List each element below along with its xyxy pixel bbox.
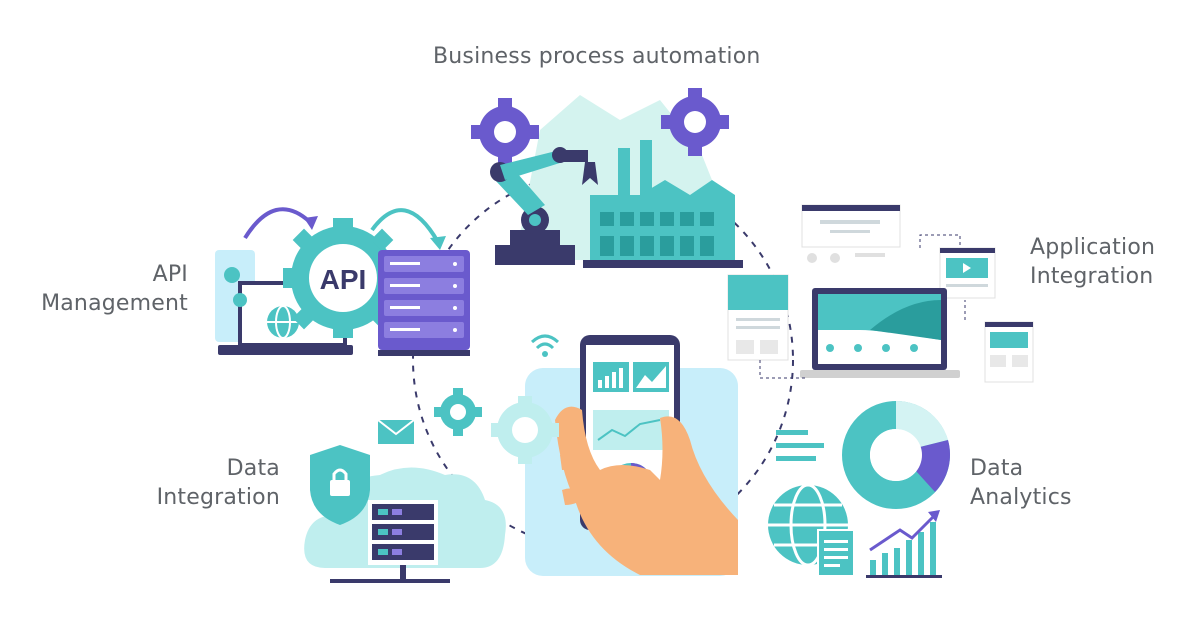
document-icon	[817, 529, 855, 577]
globe-icon	[267, 305, 299, 339]
gear-icon	[471, 98, 539, 166]
application-integration-illustration	[727, 204, 1034, 383]
gear-icon	[661, 88, 729, 156]
line-chart-icon	[593, 410, 669, 450]
data-integration-label: Data Integration	[150, 454, 280, 512]
api-management-label: API Management	[40, 260, 188, 318]
data-analytics-illustration	[768, 400, 951, 578]
api-management-line-2: Management	[41, 291, 188, 316]
mail-icon	[377, 419, 415, 444]
document-window-icon	[727, 274, 789, 361]
mini-window-icon	[984, 321, 1034, 383]
area-chart-icon	[633, 362, 669, 392]
bar-chart-icon	[593, 362, 629, 392]
hand-icon	[555, 406, 738, 575]
sync-arrow-icon	[370, 208, 440, 244]
factory-illustration	[471, 88, 743, 268]
wifi-icon	[530, 334, 560, 357]
text-lines-icon	[776, 430, 824, 461]
gear-icon	[434, 388, 482, 436]
growth-chart-icon	[866, 510, 942, 578]
application-integration-label: Application Integration	[1030, 233, 1155, 291]
mobile-dashboard-illustration	[434, 334, 738, 576]
api-management-illustration: API	[215, 207, 470, 356]
application-integration-line-1: Application	[1030, 235, 1156, 260]
api-management-line-1: API	[152, 262, 188, 287]
factory-building-icon	[583, 140, 743, 268]
robot-arm-icon	[490, 147, 598, 265]
server-rack-icon	[378, 250, 470, 356]
data-analytics-line-1: Data	[970, 456, 1024, 481]
data-integration-line-1: Data	[226, 456, 280, 481]
data-integration-line-2: Integration	[156, 485, 280, 510]
api-badge-text: API	[320, 264, 367, 295]
database-server-icon	[330, 500, 450, 583]
dashed-connector-ring	[412, 169, 794, 551]
business-process-automation-label: Business process automation	[433, 44, 761, 69]
sync-arrow-icon	[243, 207, 312, 240]
gear-icon	[491, 396, 559, 464]
laptop-icon	[800, 288, 960, 378]
application-integration-line-2: Integration	[1030, 264, 1154, 289]
data-analytics-label: Data Analytics	[970, 454, 1072, 512]
data-analytics-line-2: Analytics	[970, 485, 1072, 510]
widget-icon	[807, 253, 885, 263]
video-window-icon	[939, 247, 996, 299]
data-integration-illustration	[304, 419, 506, 583]
browser-window-icon	[801, 204, 901, 248]
shield-lock-icon	[310, 445, 370, 525]
donut-chart-icon	[842, 400, 951, 509]
